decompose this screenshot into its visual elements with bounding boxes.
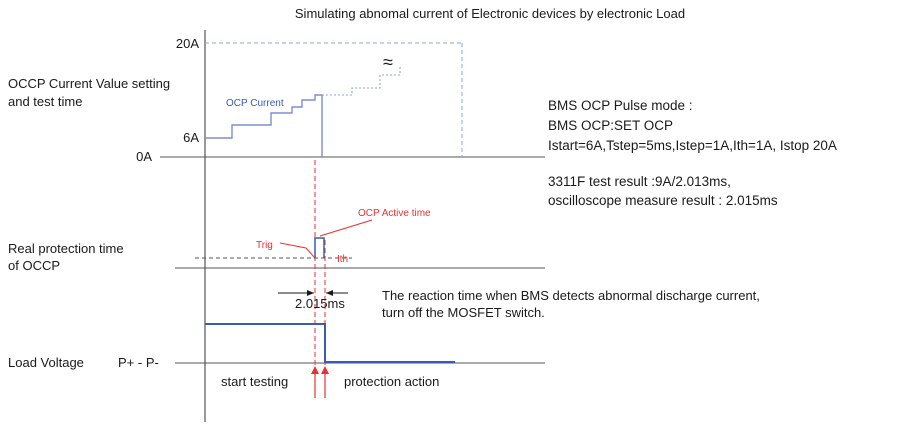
trig-label: Trig	[256, 240, 273, 251]
interval-label: 2.015ms	[295, 296, 345, 311]
level-6a-label: 6A	[183, 130, 199, 145]
trig-pointer	[279, 242, 316, 259]
info-result-line2: oscilloscope measure result : 2.015ms	[548, 193, 778, 208]
approx-symbol: ≈	[383, 52, 393, 72]
diagram-title: Simulating abnomal current of Electronic…	[295, 6, 685, 21]
ocp-current-staircase	[205, 94, 323, 157]
ocp-active-time-label: OCP Active time	[358, 208, 431, 219]
info-result-line1: 3311F test result :9A/2.013ms,	[548, 174, 731, 189]
ith-label: Ith	[337, 254, 348, 265]
interval-arrowhead-right	[326, 290, 333, 296]
load-voltage-label: Load Voltage	[8, 355, 84, 370]
load-voltage-high	[205, 323, 326, 363]
info-mode-line1: BMS OCP Pulse mode :	[548, 98, 693, 113]
protection-arrow-head	[321, 366, 329, 374]
real-protection-label-line1: Real protection time	[8, 241, 124, 256]
staircase-continuation	[322, 65, 401, 96]
level-20a-label: 20A	[176, 36, 199, 51]
start-testing-label: start testing	[221, 374, 288, 389]
real-protection-label-line2: of OCCP	[8, 258, 60, 273]
protection-action-label: protection action	[344, 374, 439, 389]
interval-arrowhead-left	[307, 290, 314, 296]
start-arrow-head	[311, 366, 319, 374]
reaction-text-line1: The reaction time when BMS detects abnor…	[382, 288, 760, 303]
probe-label: P+ - P-	[118, 355, 159, 370]
ocp-active-pulse	[314, 237, 325, 258]
ocp-active-pointer	[319, 219, 373, 237]
ocp-current-label: OCP Current	[226, 98, 284, 109]
info-mode-line2: BMS OCP:SET OCP	[548, 118, 673, 133]
occp-label-line2: and test time	[8, 94, 82, 109]
level-0a-label: 0A	[136, 149, 152, 164]
occp-label-line1: OCCP Current Value setting	[8, 76, 170, 91]
info-mode-line3: Istart=6A,Tstep=5ms,Istep=1A,Ith=1A, Ist…	[548, 138, 837, 153]
reaction-text-line2: turn off the MOSFET switch.	[382, 305, 545, 320]
